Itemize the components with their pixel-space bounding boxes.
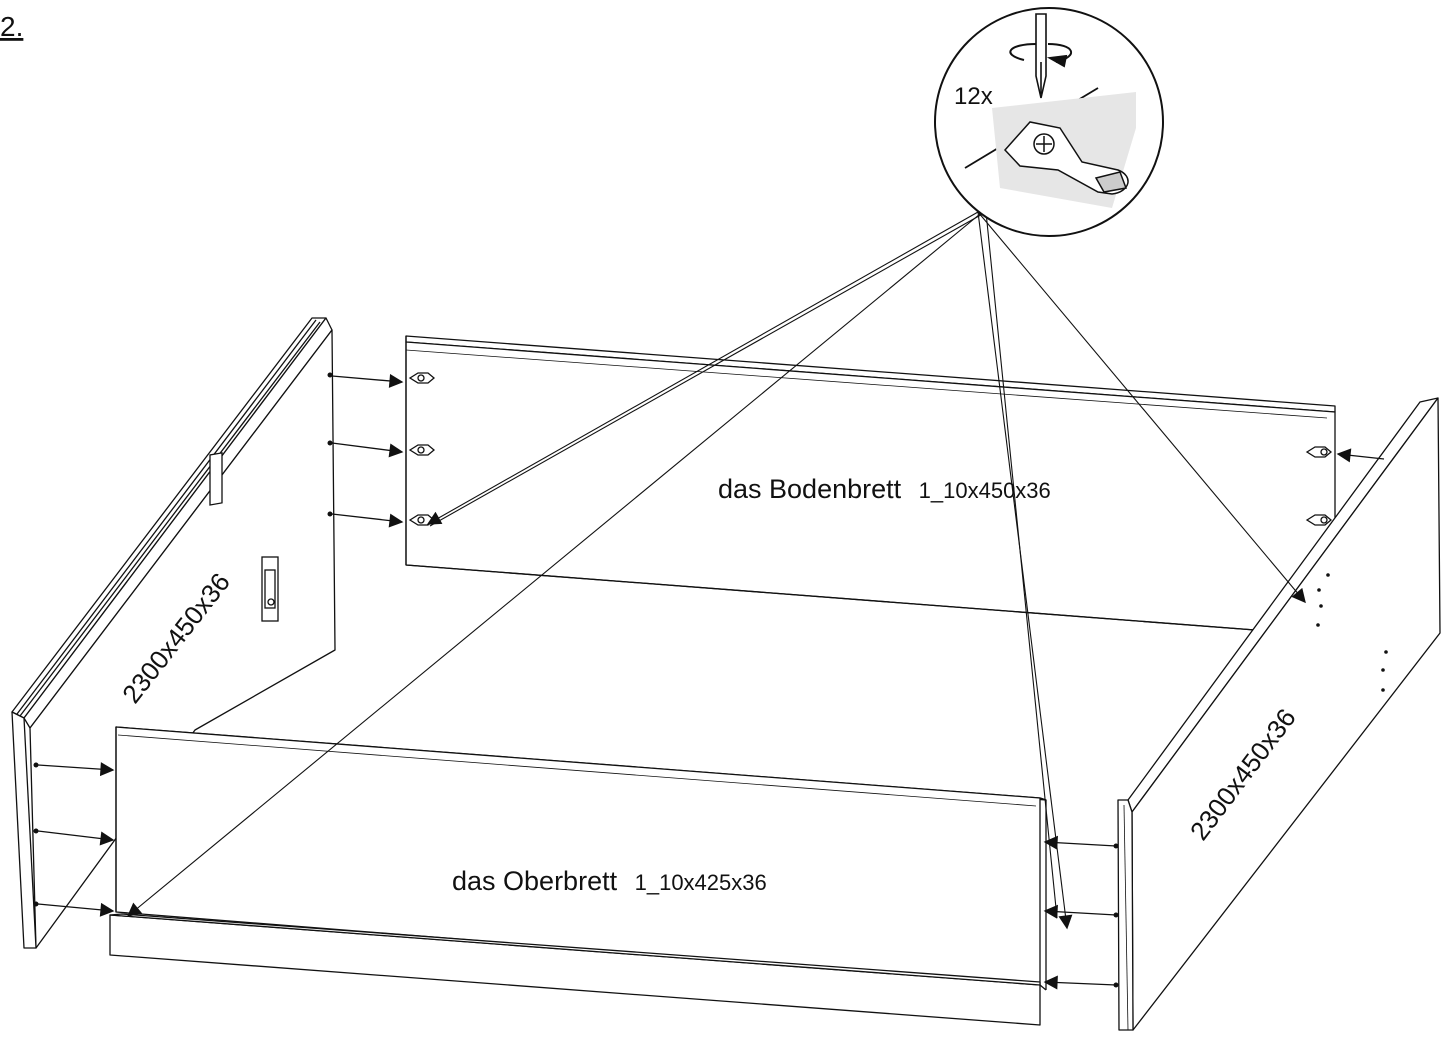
- leader-back-left: [426, 211, 979, 525]
- arrow-right-front-2: [1043, 904, 1117, 919]
- top-board-name: das Oberbrett: [452, 866, 618, 896]
- left-panel-dowels: [33, 372, 333, 907]
- top-board-dims: 1_10x425x36: [635, 870, 767, 895]
- bottom-board-label: das Bodenbrett 1_10x450x36: [718, 474, 1051, 504]
- arrow-left-front-3: [37, 902, 115, 917]
- arrow-left-front-2: [37, 830, 115, 846]
- arrow-left-back-1: [331, 373, 404, 388]
- arrow-right-front-1: [1043, 835, 1117, 850]
- top-board: [109, 726, 1047, 1026]
- bottom-board-name: das Bodenbrett: [718, 474, 902, 504]
- right-side-panel: [1117, 397, 1441, 1031]
- step-number: 2.: [0, 11, 23, 42]
- cam-fitting-icon: [992, 92, 1136, 208]
- leader-front-right-b: [985, 211, 1058, 919]
- right-panel-dowels: [1113, 573, 1388, 988]
- leader-arrows: [126, 211, 1306, 930]
- rotate-arrow-icon: [1009, 43, 1073, 68]
- left-panel-fittings: [209, 452, 279, 622]
- leader-front-left: [126, 213, 981, 917]
- detail-callout: 12x: [934, 7, 1164, 237]
- arrow-left-back-3: [331, 513, 404, 528]
- arrow-right-back-1: [1336, 448, 1385, 463]
- bottom-board-fittings-right: [1305, 446, 1333, 526]
- left-side-panel: [11, 317, 336, 949]
- detail-quantity: 12x: [954, 83, 993, 110]
- arrow-right-front-3: [1043, 975, 1117, 990]
- arrow-left-front-1: [37, 762, 115, 777]
- screwdriver-icon: [1035, 13, 1047, 99]
- bottom-board-dims: 1_10x450x36: [919, 478, 1051, 503]
- leader-back-left-dup: [429, 211, 987, 527]
- arrow-left-back-2: [331, 442, 404, 458]
- top-board-label: das Oberbrett 1_10x425x36: [452, 866, 767, 896]
- leader-right-side: [977, 211, 1306, 604]
